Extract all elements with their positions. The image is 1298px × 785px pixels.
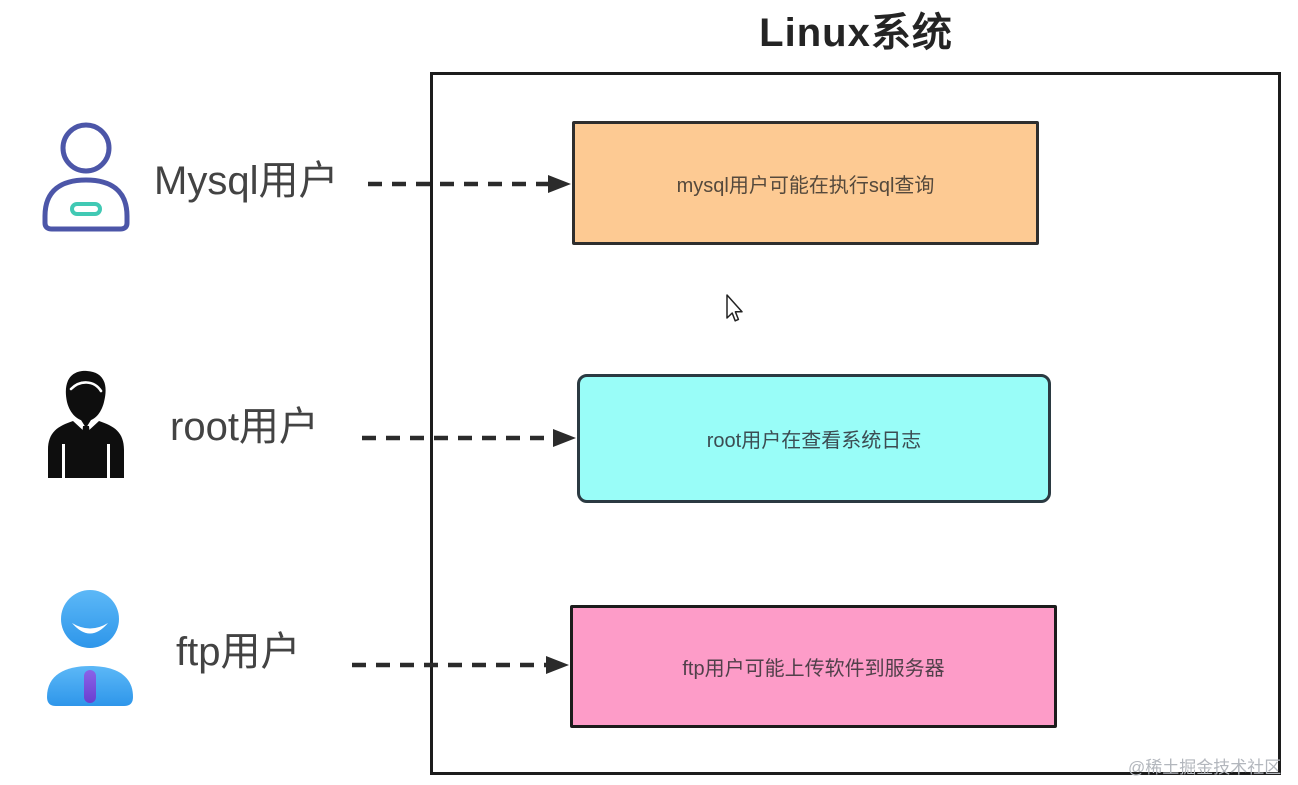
ftp-task-text: ftp用户可能上传软件到服务器 (682, 658, 945, 680)
mysql-task-box: mysql用户可能在执行sql查询 (572, 121, 1039, 245)
watermark: @稀土掘金技术社区 (1128, 758, 1282, 777)
actor-root: root用户 (46, 368, 319, 478)
ftp-task-box: ftp用户可能上传软件到服务器 (570, 605, 1057, 728)
actor-ftp: ftp用户 (40, 586, 300, 710)
linux-system-container (430, 72, 1281, 775)
mysql-user-icon (42, 122, 130, 232)
actor-mysql: Mysql用户 (36, 120, 338, 234)
actor-ftp-label: ftp用户 (176, 630, 301, 674)
actor-mysql-label: Mysql用户 (154, 159, 339, 203)
page-title: Linux系统 (759, 11, 953, 55)
actor-root-label: root用户 (170, 405, 319, 449)
root-task-box: root用户在查看系统日志 (577, 374, 1051, 503)
ftp-user-icon (47, 590, 133, 706)
root-user-icon (48, 370, 124, 478)
mysql-task-text: mysql用户可能在执行sql查询 (676, 174, 935, 197)
mouse-cursor-icon (726, 294, 743, 322)
root-task-text: root用户在查看系统日志 (706, 430, 922, 452)
